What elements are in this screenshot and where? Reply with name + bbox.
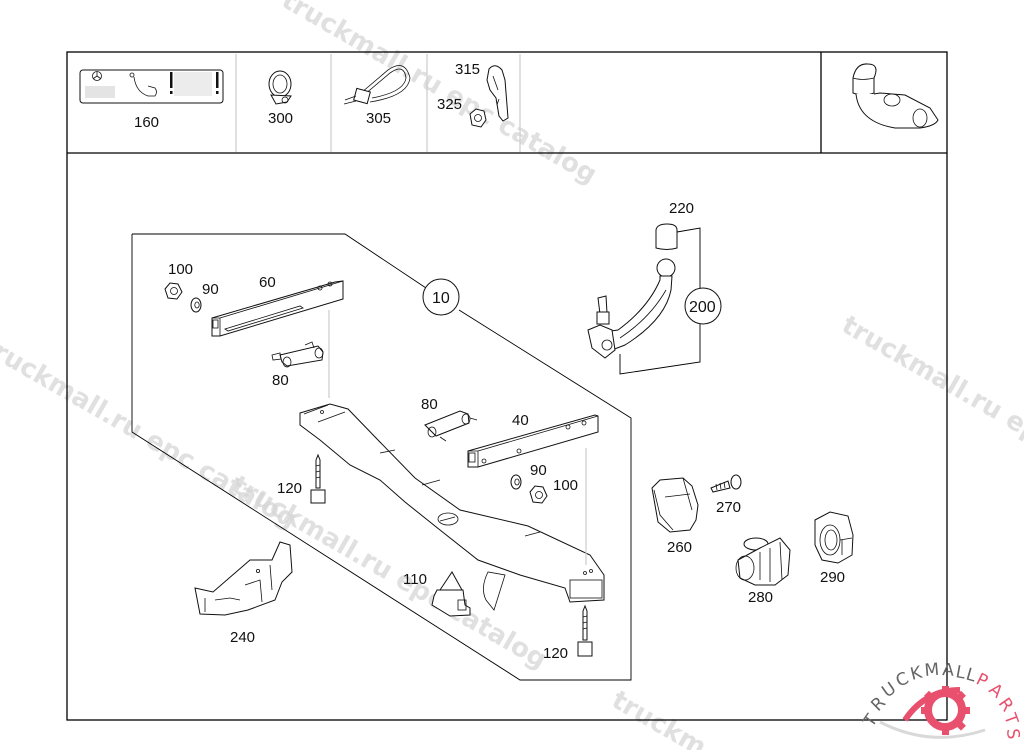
part-60-square-tube[interactable] (211, 280, 344, 337)
part-label: 305 (366, 110, 391, 127)
part-305-cable-tie[interactable] (343, 65, 411, 105)
svg-text:A: A (942, 660, 955, 681)
watermark: truckmall.ru epc catalog (837, 310, 1024, 515)
watermark: truckm (607, 685, 712, 750)
part-label: 270 (716, 499, 741, 516)
svg-text:L: L (954, 662, 967, 683)
part-270-screw[interactable] (710, 474, 742, 493)
part-label: 100 (553, 477, 578, 494)
part-label: 325 (437, 96, 462, 113)
part-label: 290 (820, 569, 845, 586)
part-label: 160 (134, 114, 159, 131)
outer-frame (66, 51, 948, 721)
part-label: 220 (669, 200, 694, 217)
part-100-nut-right[interactable] (529, 485, 548, 504)
part-bracket-hook (483, 571, 506, 611)
part-label: 90 (530, 462, 547, 479)
assembly-200-callout[interactable] (684, 287, 722, 325)
part-260-socket-housing[interactable] (651, 477, 699, 533)
svg-text:S: S (1002, 728, 1023, 740)
svg-text:K: K (908, 663, 924, 685)
assembly-200-outline (619, 227, 701, 375)
callout-label: 200 (689, 299, 716, 316)
part-label: 90 (202, 281, 219, 298)
truckmallparts-logo: T R U C K M A L L P A R T S (859, 660, 1023, 740)
svg-text:M: M (924, 660, 940, 681)
part-label: 60 (259, 274, 276, 291)
part-90-washer-left[interactable] (190, 297, 202, 313)
assembly-10-callout[interactable] (422, 278, 460, 316)
part-90-washer-right[interactable] (510, 474, 522, 490)
part-240-bracket[interactable] (194, 541, 293, 616)
part-80-pin-right[interactable] (424, 410, 478, 442)
part-label: 260 (667, 539, 692, 556)
part-label: 120 (543, 645, 568, 662)
callout-label: 10 (432, 290, 450, 307)
part-325-nut[interactable] (469, 108, 487, 128)
part-label: 300 (268, 110, 293, 127)
part-label: 120 (277, 480, 302, 497)
part-label: 80 (421, 396, 438, 413)
part-315-bracket[interactable] (486, 65, 509, 122)
part-280-connector[interactable] (735, 537, 791, 586)
part-110-socket[interactable] (431, 571, 471, 617)
part-label: 315 (455, 61, 480, 78)
part-40-square-tube[interactable] (467, 414, 599, 468)
part-120-bolt-left[interactable] (310, 453, 326, 504)
part-label: 40 (512, 412, 529, 429)
assembly-10-outline (131, 234, 632, 681)
part-label: 100 (168, 261, 193, 278)
part-120-bolt-right[interactable] (577, 604, 593, 657)
assembly-10-outline (132, 233, 427, 289)
part-160-label-plate[interactable] (79, 69, 224, 104)
part-crossmember[interactable] (299, 403, 605, 603)
part-label: 110 (403, 571, 427, 588)
part-220-ball-cover[interactable] (655, 223, 678, 250)
part-200-ball-neck[interactable] (587, 258, 676, 359)
part-100-nut-left[interactable] (164, 282, 183, 300)
part-290-seal-ring[interactable] (814, 511, 854, 564)
part-label: 280 (748, 589, 773, 606)
part-80-pin-left[interactable] (271, 341, 324, 368)
part-label: 80 (272, 372, 289, 389)
part-300-hose-clamp[interactable] (268, 70, 292, 105)
part-label: 240 (230, 629, 255, 646)
inset-towball-cover (852, 63, 939, 129)
